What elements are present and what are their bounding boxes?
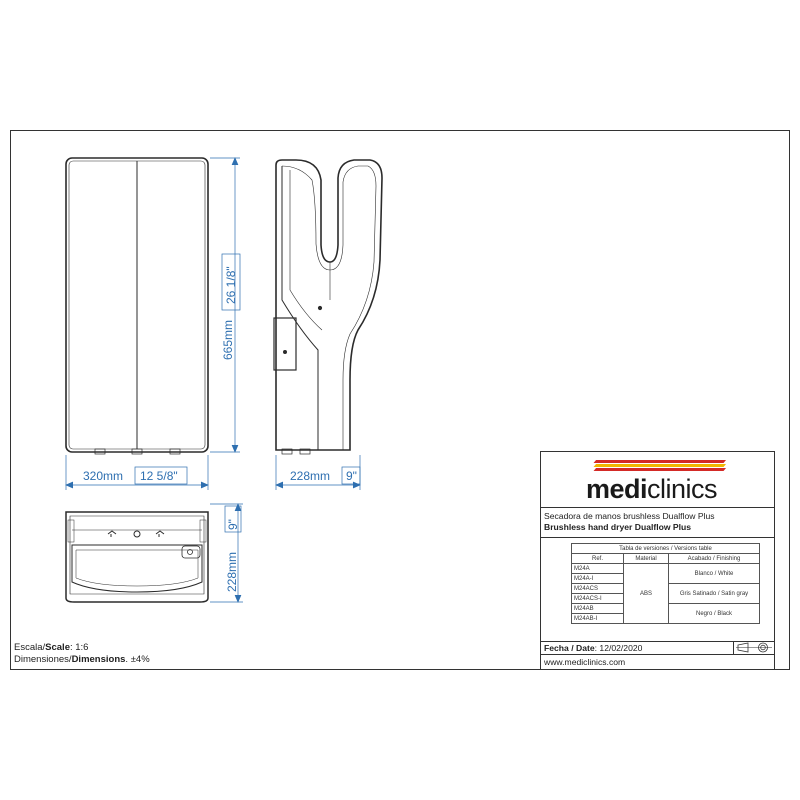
material-cell: ABS [623,563,669,624]
ref-cell: M24A-I [571,573,624,584]
scale-value: : 1:6 [69,642,89,653]
logo-stripe-red [593,460,727,463]
header-material: Material [623,553,669,564]
header-finishing: Acabado / Finishing [668,553,760,564]
front-view [65,157,209,455]
scale-note: Escala/Scale: 1:6 Dimensiones/Dimensions… [14,642,150,665]
front-width-mm-label: 320mm [83,469,123,483]
side-depth-in-label: 9" [346,469,357,483]
dimensions-label-en: Dimensions [71,653,126,665]
versions-section: Tabla de versiones / Versions table Ref.… [541,538,774,642]
date-label: Fecha / Date [544,643,595,653]
top-view [65,511,209,603]
header-ref: Ref. [571,553,624,564]
versions-table-title: Tabla de versiones / Versions table [571,543,760,554]
date-row: Fecha / Date: 12/02/2020 [541,641,774,655]
finish-cell-white: Blanco / White [668,563,760,584]
brand-logo: mediclinics [541,452,774,508]
logo-stripe-red-2 [593,468,727,471]
logo-text-clinics: clinics [647,474,718,504]
top-depth-mm-label: 228mm [225,552,239,592]
scale-line: Escala/Scale: 1:6 [14,642,150,654]
drawing-sheet-frame [10,130,790,670]
side-depth-mm-label: 228mm [290,469,330,483]
ref-cell: M24AB [571,603,624,614]
scale-label-es: Escala/ [14,642,46,653]
dimensions-line: Dimensiones/Dimensions. ±4% [14,654,150,666]
top-depth-in-label: 9" [226,519,240,530]
ref-cell: M24ACS-I [571,593,624,604]
top-depth-dimension [210,503,243,603]
front-width-dimension [65,455,209,490]
scale-label-en: Scale [45,642,70,653]
front-height-in-label: 26 1/8" [224,266,238,304]
ref-cell: M24A [571,563,624,574]
finish-cell-black: Negro / Black [668,603,760,624]
front-height-mm-label: 665mm [221,320,235,360]
description-es: Secadora de manos brushless Dualflow Plu… [544,511,715,521]
front-width-in-label: 12 5/8" [140,469,178,483]
title-block: mediclinics Secadora de manos brushless … [540,451,775,670]
side-view [273,159,383,455]
ref-cell: M24ACS [571,583,624,594]
front-height-dimension [210,157,241,453]
logo-wordmark: mediclinics [586,474,718,505]
date-value: : 12/02/2020 [594,643,643,653]
dimensions-tolerance: . ±4% [125,653,150,665]
ref-cell: M24AB-I [571,613,624,624]
versions-table: Tabla de versiones / Versions table Ref.… [571,543,760,624]
projection-symbol-icon [733,641,774,654]
website-row[interactable]: www.mediclinics.com [544,657,626,667]
logo-stripe-yellow [593,464,727,467]
product-description: Secadora de manos brushless Dualflow Plu… [541,508,774,538]
dimensions-label-es: Dimensiones/ [14,653,72,665]
logo-text-medi: medi [586,474,648,504]
finish-cell-satin-gray: Gris Satinado / Satin gray [668,583,760,604]
description-en: Brushless hand dryer Dualflow Plus [544,522,692,532]
side-depth-dimension [275,455,361,490]
